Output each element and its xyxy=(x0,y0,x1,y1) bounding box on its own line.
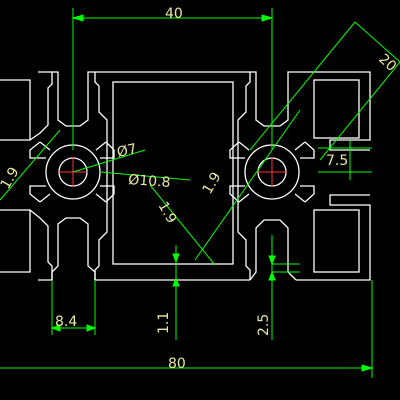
center-cavity xyxy=(94,71,251,281)
right-bottom-cavity xyxy=(313,209,360,273)
left-core-spokes xyxy=(29,141,115,203)
dim-20-ext2 xyxy=(319,61,400,161)
dim-80-arrow xyxy=(361,364,374,372)
dim-label-7-5: 7.5 xyxy=(326,153,348,169)
dim-2-5-arrows xyxy=(268,255,276,281)
dimension-labels: 40 20 80 Ø7 Ø10.8 1.9 1.9 1.9 7.5 8.4 1.… xyxy=(0,6,399,372)
dia-7-leader xyxy=(72,149,146,173)
dim-label-80: 80 xyxy=(168,356,186,372)
dim-label-40: 40 xyxy=(165,6,183,22)
dim-label-1-1: 1.1 xyxy=(156,312,172,334)
dim-1-9-left-leader xyxy=(0,129,61,201)
dim-20-ext1 xyxy=(249,21,356,151)
left-top-cavity xyxy=(0,79,31,141)
dim-label-2-5: 2.5 xyxy=(256,314,272,336)
dim-40-arrows xyxy=(71,14,274,22)
dimension-lines xyxy=(0,8,400,378)
left-bottom-cavity xyxy=(0,209,31,273)
dim-1-9-center-leader xyxy=(194,109,301,261)
dim-label-8-4: 8.4 xyxy=(55,314,77,330)
left-bottom-slot xyxy=(51,217,96,280)
dim-8-4-arrows xyxy=(50,324,97,332)
dim-1-9-diag-leader xyxy=(149,184,216,266)
right-core-spokes xyxy=(229,141,315,203)
dim-label-dia-10-8: Ø10.8 xyxy=(128,172,171,191)
dia-10-8-leader xyxy=(99,171,191,181)
right-bottom-slot xyxy=(249,219,297,281)
right-top-cavity xyxy=(313,79,360,139)
dim-label-dia-7: Ø7 xyxy=(116,141,139,161)
dim-1-1-arrows xyxy=(172,253,180,287)
dim-20-line xyxy=(354,21,400,63)
